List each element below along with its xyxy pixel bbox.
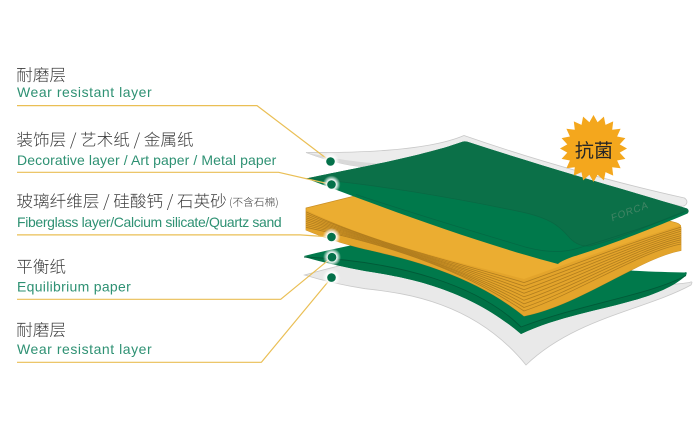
svg-text:Wear resistant layer: Wear resistant layer [17,84,152,100]
svg-text:Wear resistant layer: Wear resistant layer [17,341,152,357]
svg-text:Decorative layer / Art paper /: Decorative layer / Art paper / Metal pap… [17,152,277,168]
svg-text:Equilibrium paper: Equilibrium paper [17,278,131,294]
svg-text:Fiberglass layer/Calcium silic: Fiberglass layer/Calcium silicate/Quartz… [17,214,281,230]
